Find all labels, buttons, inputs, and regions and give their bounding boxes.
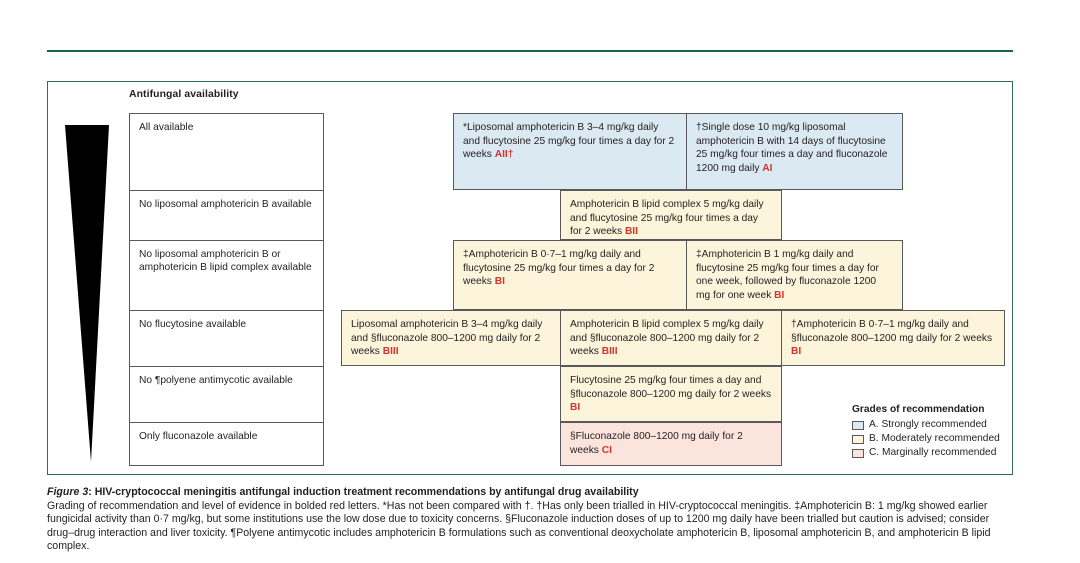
recommendation-box-all-available-1: *Liposomal amphotericin B 3–4 mg/kg dail… <box>453 113 687 190</box>
recommendation-box-no-liposomal: Amphotericin B lipid complex 5 mg/kg dai… <box>560 190 782 240</box>
availability-row-no-liposomal: No liposomal amphotericin B available <box>129 190 324 240</box>
legend-swatch-a-icon <box>852 420 864 430</box>
recommendation-box-no-flucytosine-3: †Amphotericin B 0·7–1 mg/kg daily and §f… <box>781 310 1005 366</box>
availability-wedge-icon <box>65 125 109 462</box>
recommendation-text: *Liposomal amphotericin B 3–4 mg/kg dail… <box>463 122 675 161</box>
recommendation-box-no-liposomal-or-abl-2: ‡Amphotericin B 1 mg/kg daily and flucyt… <box>686 240 903 310</box>
recommendation-grade: AI <box>762 162 773 174</box>
availability-row-no-flucytosine: No flucytosine available <box>129 310 324 366</box>
figure-caption: Figure 3: HIV-cryptococcal meningitis an… <box>47 486 1015 554</box>
figure-number: Figure 3 <box>47 486 89 498</box>
recommendation-text: Flucytosine 25 mg/kg four times a day an… <box>570 375 772 400</box>
recommendation-text: ‡Amphotericin B 0·7–1 mg/kg daily and fl… <box>463 249 655 288</box>
legend-item-a: A. Strongly recommended <box>852 419 1002 431</box>
recommendation-text: ‡Amphotericin B 1 mg/kg daily and flucyt… <box>696 249 879 301</box>
figure-caption-title: Figure 3: HIV-cryptococcal meningitis an… <box>47 486 1015 500</box>
recommendation-text: †Single dose 10 mg/kg liposomal amphoter… <box>696 122 888 174</box>
recommendation-grade: CI <box>601 444 612 456</box>
legend-label-a: A. Strongly recommended <box>869 419 987 430</box>
availability-row-all-available: All available <box>129 113 324 190</box>
recommendation-text: §Fluconazole 800–1200 mg daily for 2 wee… <box>570 431 743 456</box>
recommendation-grade: BII <box>624 226 638 238</box>
availability-row-no-liposomal-or-abl: No liposomal amphotericin B or amphoteri… <box>129 240 324 310</box>
recommendation-text: Amphotericin B lipid complex 5 mg/kg dai… <box>570 199 764 238</box>
recommendation-box-no-flucytosine-2: Amphotericin B lipid complex 5 mg/kg dai… <box>560 310 782 366</box>
legend-item-c: C. Marginally recommended <box>852 447 1002 459</box>
recommendation-text: Amphotericin B lipid complex 5 mg/kg dai… <box>570 319 764 358</box>
recommendation-grade: BI <box>570 402 581 414</box>
recommendation-grade: BI <box>774 289 785 301</box>
recommendation-text: Liposomal amphotericin B 3–4 mg/kg daily… <box>351 319 543 358</box>
legend-label-b: B. Moderately recommended <box>869 433 1000 444</box>
availability-row-no-polyene: No ¶polyene antimycotic available <box>129 366 324 422</box>
legend-swatch-c-icon <box>852 448 864 458</box>
legend-swatch-b-icon <box>852 434 864 444</box>
recommendation-grade: BIII <box>382 346 399 358</box>
recommendation-grade: BI <box>494 276 505 288</box>
recommendation-grade: BIII <box>601 346 618 358</box>
top-green-rule <box>47 50 1013 52</box>
recommendation-box-no-polyene: Flucytosine 25 mg/kg four times a day an… <box>560 366 782 422</box>
availability-row-only-fluconazole: Only fluconazole available <box>129 422 324 466</box>
legend-item-b: B. Moderately recommended <box>852 433 1002 445</box>
recommendation-grade: BI <box>791 346 802 358</box>
legend-label-c: C. Marginally recommended <box>869 447 997 458</box>
figure-title-text: : HIV-cryptococcal meningitis antifungal… <box>88 486 639 498</box>
legend: Grades of recommendation A. Strongly rec… <box>852 404 1002 461</box>
recommendation-grade: AII† <box>494 149 514 161</box>
availability-column: All available No liposomal amphotericin … <box>129 113 324 466</box>
recommendation-box-all-available-2: †Single dose 10 mg/kg liposomal amphoter… <box>686 113 903 190</box>
recommendation-text: †Amphotericin B 0·7–1 mg/kg daily and §f… <box>791 319 993 344</box>
recommendation-box-no-flucytosine-1: Liposomal amphotericin B 3–4 mg/kg daily… <box>341 310 561 366</box>
legend-title: Grades of recommendation <box>852 404 985 415</box>
figure-caption-body: Grading of recommendation and level of e… <box>47 499 991 553</box>
antifungal-availability-heading: Antifungal availability <box>129 89 239 100</box>
recommendation-box-no-liposomal-or-abl-1: ‡Amphotericin B 0·7–1 mg/kg daily and fl… <box>453 240 687 310</box>
recommendation-box-only-fluconazole: §Fluconazole 800–1200 mg daily for 2 wee… <box>560 422 782 466</box>
